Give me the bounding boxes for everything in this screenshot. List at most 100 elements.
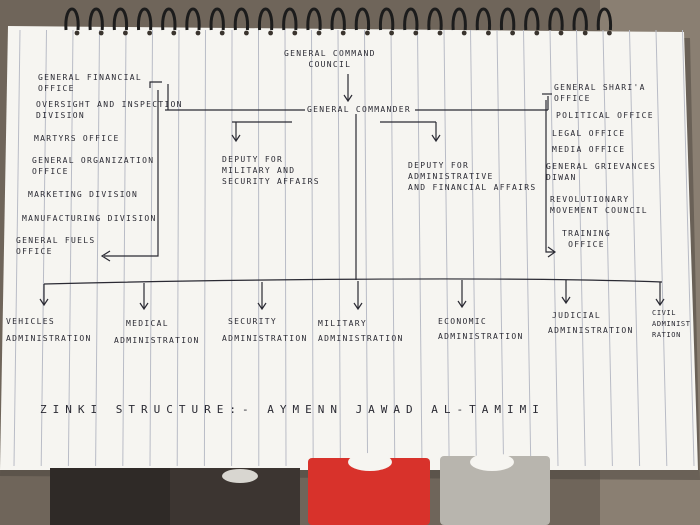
spiral-coil [161, 7, 177, 31]
node-training-office: Training Office [562, 228, 611, 250]
node-label: Martyrs Office [34, 134, 120, 143]
node-general-fuels-office: General Fuels Office [16, 235, 96, 257]
node-label: Legal Office [552, 129, 626, 138]
red-tab [308, 458, 430, 525]
node-general-organization-office: General Organization Office [32, 155, 154, 177]
spiral-hole [316, 30, 322, 36]
spiral-hole [461, 30, 467, 36]
node-label: Diwan [546, 173, 577, 182]
node-political-office: Political Office [556, 110, 654, 121]
node-general-financial-office: General Financial Office [38, 72, 142, 94]
node-label: Security [228, 317, 277, 326]
node-label: Judicial [552, 311, 601, 320]
node-judicial-administration: Judicial Administration [548, 310, 634, 336]
node-label: General Commander [307, 105, 411, 114]
node-vehicles-administration: Vehicles Administration [6, 316, 92, 344]
spiral-coil [306, 7, 322, 31]
spiral-coil [354, 7, 370, 31]
page-rule [203, 29, 206, 467]
node-label: Economic [438, 317, 487, 326]
node-label: General Shari'a [554, 83, 646, 92]
node-label: Administration [318, 334, 404, 343]
page-rule [364, 29, 369, 467]
bracket-left-offices [104, 90, 159, 257]
grey-tab [440, 456, 550, 525]
node-label: and Financial Affairs [408, 183, 537, 192]
spiral-coil [209, 7, 225, 31]
node-label: Office [568, 240, 605, 249]
bracket-right-offices [545, 100, 554, 253]
spiral-hole [413, 30, 419, 36]
node-legal-office: Legal Office [552, 128, 625, 139]
node-civil-administration: Civil Administration [652, 308, 694, 341]
spiral-hole [486, 30, 491, 36]
divider-tabs [50, 453, 550, 525]
spiral-coil [475, 7, 491, 31]
spiral-coil [64, 7, 80, 31]
spiral-coil [403, 7, 419, 31]
spiral-binding [64, 7, 612, 36]
node-general-sharia-office: General Shari'a Office [554, 82, 646, 104]
page-rule [284, 29, 287, 467]
spiral-hole [558, 30, 564, 36]
node-label: Oversight and Inspection [36, 100, 183, 109]
page-rule [523, 29, 532, 467]
node-label: Civil [652, 309, 677, 317]
page-rule [682, 29, 695, 467]
spiral-coil [596, 7, 612, 31]
spiral-coil [137, 7, 153, 31]
node-general-command-council: General Command Council [284, 48, 376, 70]
node-medical-administration: Medical Administration [114, 318, 200, 346]
node-label: General Grievances [546, 162, 657, 171]
node-label: Division [36, 111, 85, 120]
node-manufacturing-division: Manufacturing Division [22, 213, 157, 224]
spiral-coil [88, 7, 104, 31]
spiral-hole [340, 30, 346, 36]
spiral-hole [292, 30, 298, 36]
page-rule [311, 29, 314, 467]
node-general-commander: General Commander [307, 104, 411, 115]
spiral-coil [572, 7, 588, 31]
spiral-hole [389, 30, 394, 36]
page-rule [67, 29, 74, 467]
page-rule [390, 29, 396, 467]
page-rule [417, 29, 423, 467]
page-rule [13, 29, 21, 467]
node-label: Office [16, 247, 53, 256]
node-label: Council [308, 60, 352, 69]
spiral-coil [330, 7, 346, 31]
page-rule [496, 29, 505, 467]
spiral-hole [123, 30, 128, 36]
node-label: Military and [222, 166, 296, 175]
notebook-page [0, 26, 698, 470]
spiral-coil [451, 7, 467, 31]
node-label: Manufacturing Division [22, 214, 157, 223]
node-label: Movement Council [550, 206, 648, 215]
node-label: Military [318, 319, 367, 328]
spiral-hole [195, 30, 201, 36]
spiral-coil [524, 7, 540, 31]
node-deputy-military-security: Deputy for Military and Security Affairs [222, 154, 320, 187]
page-rule [549, 29, 559, 467]
node-label: General Organization [32, 156, 155, 165]
spiral-hole [74, 30, 80, 36]
spiral-hole [219, 30, 225, 36]
page-rule [629, 29, 641, 467]
node-label: Revolutionary [550, 195, 630, 204]
node-label: Administration [438, 332, 524, 341]
page-rule [176, 29, 180, 467]
spiral-coil [282, 7, 298, 31]
chart-connectors [39, 74, 665, 311]
spiral-hole [365, 30, 370, 36]
node-label: Administration [114, 336, 200, 345]
spiral-hole [510, 30, 515, 36]
spiral-hole [268, 30, 273, 36]
node-label: Office [38, 84, 75, 93]
caption-text: Zinki Structure:- Aymenn Jawad Al-Tamimi [40, 403, 545, 416]
node-deputy-administrative-financial: Deputy for Administrative and Financial … [408, 160, 536, 193]
node-label: Security Affairs [222, 177, 320, 186]
spiral-hole [171, 30, 177, 36]
node-label: Marketing Division [28, 190, 139, 199]
node-revolutionary-movement-council: Revolutionary Movement Council [550, 194, 648, 216]
